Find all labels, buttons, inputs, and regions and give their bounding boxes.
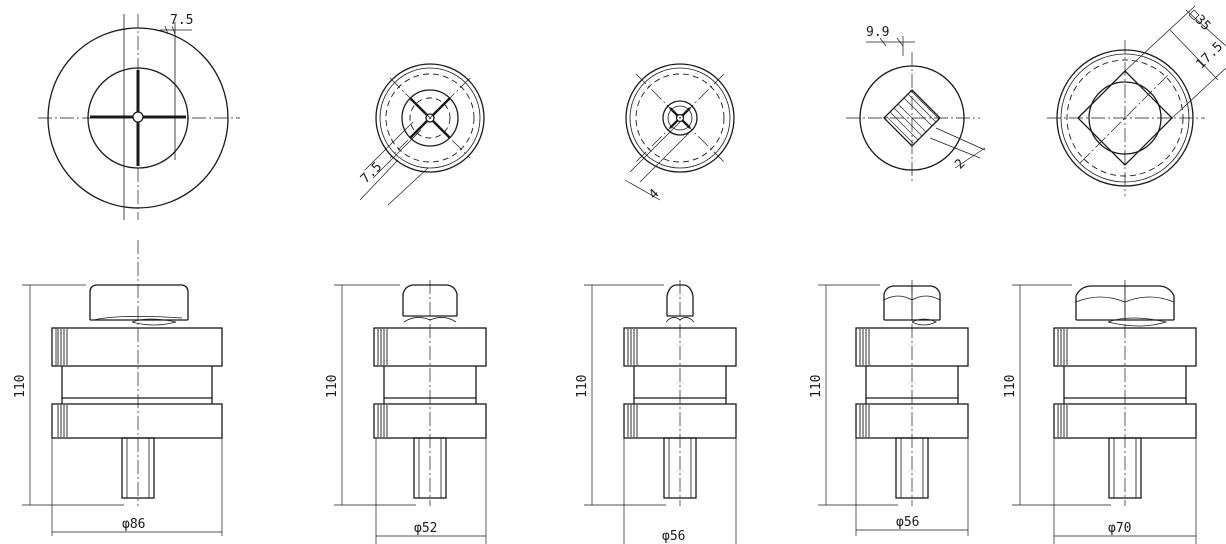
dim-17-5: 17.5	[1193, 39, 1226, 72]
dim-7-5-b: 7.5	[358, 160, 385, 187]
front-view-2: 110 φ52	[325, 280, 487, 544]
height-label-1: 110	[13, 375, 28, 398]
top-view-4: 9.9 2	[846, 25, 986, 184]
diameter-label-1: φ86	[122, 517, 145, 532]
front-view-4: 110 φ56	[809, 280, 969, 536]
top-view-5: □35 17.5	[1047, 5, 1226, 196]
dim-9-9: 9.9	[866, 25, 889, 40]
dim-7-5-a: 7.5	[170, 13, 193, 28]
diameter-label-4: φ56	[896, 515, 919, 530]
top-view-3: 4	[624, 63, 735, 202]
dim-2: 2	[952, 156, 968, 172]
diameter-label-3: φ56	[662, 529, 685, 544]
diameter-label-5: φ70	[1108, 521, 1131, 536]
front-view-1: 110 φ86	[13, 240, 223, 536]
height-label-4: 110	[809, 375, 824, 398]
front-view-3: 110 φ56	[575, 280, 737, 544]
top-view-2: 7.5	[358, 63, 485, 206]
height-label-5: 110	[1003, 375, 1018, 398]
front-view-5: 110 φ70	[1003, 280, 1197, 544]
dim-4: 4	[646, 186, 662, 202]
top-view-1: 7.5	[38, 13, 240, 220]
height-label-3: 110	[575, 375, 590, 398]
height-label-2: 110	[325, 375, 340, 398]
diameter-label-2: φ52	[414, 521, 437, 536]
